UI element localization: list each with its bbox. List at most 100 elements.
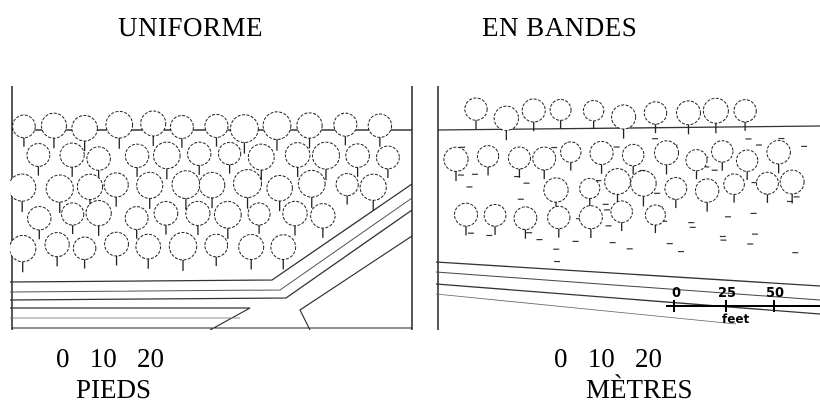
- title-en-bandes: EN BANDES: [482, 12, 638, 42]
- tree-crown: [493, 105, 520, 131]
- tree-crown: [333, 112, 358, 137]
- tree-crown: [204, 113, 229, 138]
- tree-crown: [664, 177, 688, 200]
- tree-crown: [375, 145, 400, 170]
- tree-crown: [733, 99, 757, 123]
- tree-crown: [766, 139, 791, 165]
- tree-crown: [582, 99, 605, 122]
- tree-crown: [297, 169, 326, 198]
- uniform-forest-drawing: [10, 86, 413, 330]
- tree-crown: [521, 98, 546, 123]
- tree-crown: [169, 115, 194, 140]
- inset-scale-unit: feet: [722, 312, 750, 326]
- tree-crown: [198, 171, 226, 199]
- tree-crown: [735, 149, 759, 172]
- tree-crown: [513, 206, 538, 231]
- tree-crown: [270, 234, 297, 260]
- tree-crown: [543, 177, 569, 203]
- tree-crown: [643, 101, 668, 125]
- tree-crown: [532, 146, 557, 171]
- inset-scale-25: 25: [718, 286, 737, 301]
- tree-crown: [610, 200, 633, 223]
- tree-crown: [483, 203, 507, 227]
- tree-crown: [44, 232, 70, 258]
- tree-crown: [204, 233, 229, 258]
- tree-crown: [136, 171, 164, 199]
- tree-crown: [105, 110, 134, 139]
- tree-crown: [187, 141, 212, 166]
- tree-crown: [266, 174, 293, 202]
- tree-crown: [59, 142, 85, 168]
- tree-crown: [723, 173, 745, 195]
- tree-crown: [345, 143, 370, 168]
- tree-crown: [604, 168, 631, 195]
- tree-crown: [217, 141, 242, 166]
- title-uniforme: UNIFORME: [118, 12, 264, 42]
- tree-crown: [644, 204, 666, 226]
- strip-forest-drawing: [436, 86, 820, 330]
- tree-crown: [135, 233, 162, 260]
- tree-crown: [694, 178, 720, 203]
- tree-crown: [247, 202, 271, 226]
- unit-pieds: PIEDS: [76, 374, 152, 404]
- tree-crown: [476, 145, 500, 168]
- tree-crown: [140, 110, 167, 137]
- tree-crown: [10, 234, 37, 263]
- tree-crown: [76, 173, 104, 201]
- tree-crown: [61, 202, 85, 226]
- tree-crown: [229, 114, 259, 144]
- tree-crown: [71, 115, 98, 142]
- tree-crown: [72, 236, 97, 261]
- tree-crown: [40, 112, 67, 139]
- scale-numbers-right: 0 10 20: [554, 343, 662, 373]
- tree-crown: [453, 202, 479, 227]
- tree-crown: [549, 98, 572, 121]
- strip-planting-illustration: 0 25 50 feet: [436, 86, 820, 330]
- tree-crown: [103, 172, 129, 198]
- tree-crown: [578, 205, 603, 230]
- tree-crown: [238, 233, 265, 260]
- tree-crown: [654, 140, 680, 166]
- tree-crown: [10, 173, 37, 202]
- tree-crown: [153, 200, 179, 226]
- tree-crown: [284, 142, 311, 168]
- tree-crown: [213, 200, 242, 229]
- tree-crown: [310, 203, 336, 229]
- tree-crown: [26, 143, 51, 167]
- tree-crown: [755, 171, 779, 195]
- scale-numbers-left: 0 10 20: [56, 343, 164, 373]
- tree-crown: [296, 112, 323, 139]
- tree-crown: [282, 200, 308, 227]
- tree-crown: [560, 141, 582, 163]
- tree-crown: [779, 169, 805, 195]
- tree-crown: [171, 170, 201, 199]
- tree-crown: [685, 149, 708, 172]
- tree-crown: [589, 140, 614, 165]
- tree-crown: [579, 177, 601, 200]
- tree-crown: [630, 170, 657, 197]
- tree-crown: [104, 231, 129, 257]
- tree-crown: [85, 200, 112, 227]
- tree-crown: [711, 140, 734, 163]
- tree-crown: [507, 146, 531, 170]
- inset-scale-50: 50: [766, 286, 785, 301]
- tree-crown: [547, 205, 571, 230]
- tree-crown: [233, 169, 263, 199]
- tree-crown: [621, 143, 645, 167]
- tree-crown: [464, 97, 488, 121]
- tree-crown: [311, 141, 340, 170]
- tree-crown: [335, 173, 359, 197]
- tree-crown: [12, 114, 36, 139]
- tree-crown: [611, 104, 637, 130]
- tree-crown: [359, 173, 387, 201]
- tree-crown: [367, 113, 393, 138]
- tree-crown: [185, 200, 211, 226]
- inset-scale-0: 0: [672, 286, 682, 301]
- tree-crown: [124, 143, 150, 169]
- tree-crown: [153, 141, 181, 170]
- tree-crown: [676, 100, 701, 126]
- tree-crown: [702, 97, 729, 124]
- tree-crown: [443, 146, 469, 172]
- tree-crown: [168, 232, 198, 261]
- tree-crown: [27, 206, 52, 231]
